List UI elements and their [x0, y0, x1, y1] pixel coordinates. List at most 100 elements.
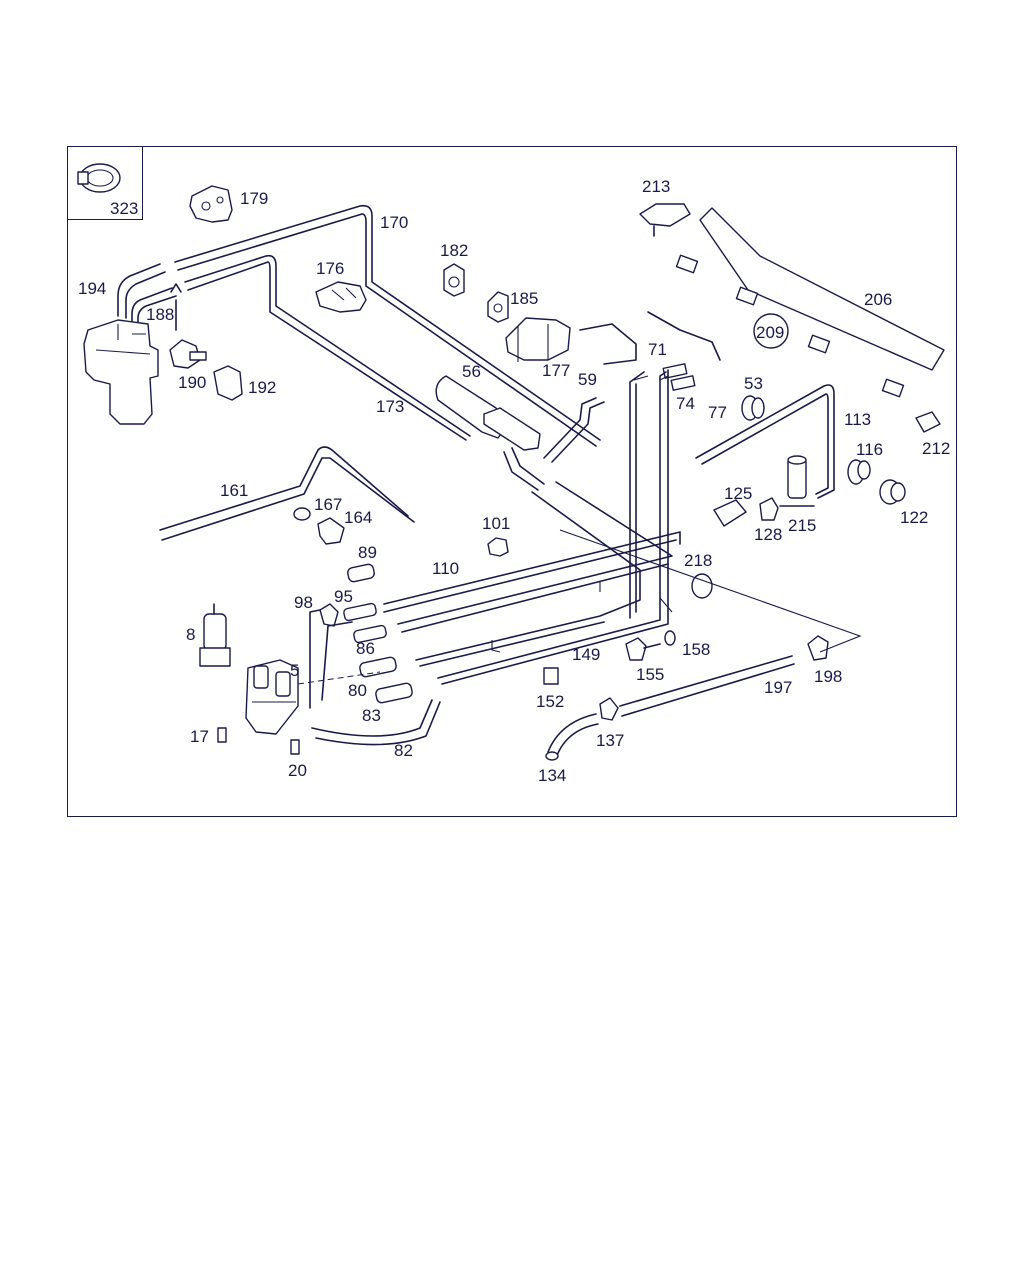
label-164: 164 [344, 508, 372, 527]
clip-176-icon[interactable] [315, 281, 367, 313]
label-134: 134 [538, 766, 566, 785]
inset-box-clamp [67, 146, 143, 220]
diagram-frame [67, 146, 957, 817]
clip-182-icon[interactable] [443, 263, 465, 297]
label-82: 82 [394, 741, 413, 760]
label-17: 17 [190, 727, 209, 746]
label-192: 192 [248, 378, 276, 397]
reservoir-tank-icon[interactable] [83, 319, 159, 425]
label-113: 113 [844, 410, 871, 429]
grommet-122-icon[interactable] [879, 479, 906, 505]
label-77: 77 [708, 403, 727, 422]
pipe-173[interactable] [184, 254, 471, 441]
label-213: 213 [642, 177, 670, 196]
fitting-192-icon[interactable] [213, 365, 243, 401]
screw-20-icon[interactable] [290, 739, 300, 755]
label-167: 167 [314, 495, 342, 514]
leader-line-71 [633, 375, 669, 381]
label-89: 89 [358, 543, 377, 562]
label-101: 101 [482, 514, 510, 533]
filter-56-icon[interactable] [435, 375, 545, 491]
hose-134-icon[interactable] [545, 713, 599, 761]
grommet-53-icon[interactable] [741, 395, 765, 421]
pipe-149[interactable] [437, 369, 673, 685]
clamp-98-icon[interactable] [319, 603, 339, 627]
label-110: 110 [432, 559, 459, 578]
label-98: 98 [294, 593, 313, 612]
washer-158-icon[interactable] [664, 630, 676, 646]
leader-line-198 [559, 529, 862, 653]
label-188: 188 [146, 305, 174, 324]
bracket-179-icon[interactable] [189, 185, 233, 223]
label-53: 53 [744, 374, 763, 393]
clip-213-icon[interactable] [639, 203, 691, 237]
pump-8-icon[interactable] [199, 603, 231, 667]
plug-218-icon[interactable] [691, 573, 713, 599]
callout-209[interactable] [753, 313, 789, 349]
hose-80-icon[interactable] [359, 656, 397, 678]
rail-206-icon[interactable] [675, 207, 945, 398]
label-95: 95 [334, 587, 353, 606]
label-323: 323 [110, 199, 138, 218]
valve-177-icon[interactable] [505, 317, 571, 362]
arrow-head-188 [170, 283, 182, 293]
label-206: 206 [864, 290, 892, 309]
screw-17-icon[interactable] [217, 727, 227, 743]
label-170: 170 [380, 213, 408, 232]
fitting-190-icon[interactable] [169, 339, 207, 369]
hose-83-icon[interactable] [375, 682, 413, 704]
pipe-110[interactable] [383, 481, 681, 667]
nut-101-icon[interactable] [487, 537, 509, 557]
clamp-198-icon[interactable] [807, 635, 829, 661]
label-182: 182 [440, 241, 468, 260]
bolt-164-icon[interactable] [317, 517, 345, 545]
pipe-197[interactable] [619, 655, 795, 717]
grommet-116-icon[interactable] [847, 459, 871, 485]
label-71: 71 [648, 340, 667, 359]
label-190: 190 [178, 373, 206, 392]
hose-82-icon[interactable] [311, 699, 441, 746]
valve-block-5-icon[interactable] [245, 609, 381, 735]
label-74: 74 [676, 394, 695, 413]
label-179: 179 [240, 189, 268, 208]
label-161: 161 [220, 481, 248, 500]
valve-215-icon[interactable] [779, 455, 815, 507]
label-122: 122 [900, 508, 928, 527]
pipe-188[interactable] [131, 287, 177, 329]
pipe-194[interactable] [117, 263, 166, 319]
label-209: 209 [756, 323, 784, 342]
washer-167-icon[interactable] [293, 507, 311, 521]
clamp-137-icon[interactable] [599, 697, 619, 721]
clip-212-icon[interactable] [915, 411, 941, 433]
hose-86-icon[interactable] [353, 624, 387, 644]
clamp-323-icon[interactable] [77, 163, 121, 193]
label-137: 137 [596, 731, 624, 750]
label-185: 185 [510, 289, 538, 308]
pipe-71[interactable] [579, 311, 721, 391]
label-86: 86 [356, 639, 375, 658]
clip-152-icon[interactable] [543, 667, 559, 685]
bolt-155-icon[interactable] [625, 637, 661, 661]
label-218: 218 [684, 551, 712, 570]
pipe-113[interactable] [695, 384, 835, 499]
pipe-170[interactable] [174, 204, 601, 447]
label-125: 125 [724, 484, 752, 503]
label-83: 83 [362, 706, 381, 725]
label-197: 197 [764, 678, 792, 697]
hose-59-icon[interactable] [543, 397, 605, 463]
pipe-161[interactable] [159, 446, 415, 541]
clip-185-icon[interactable] [487, 291, 509, 323]
label-116: 116 [856, 440, 883, 459]
label-198: 198 [814, 667, 842, 686]
label-149: 149 [572, 645, 600, 664]
label-128: 128 [754, 525, 782, 544]
hose-89-icon[interactable] [347, 563, 375, 583]
clip-128-icon[interactable] [759, 497, 779, 521]
label-20: 20 [288, 761, 307, 780]
label-194: 194 [78, 279, 106, 298]
label-173: 173 [376, 397, 404, 416]
fitting-125-icon[interactable] [713, 499, 747, 527]
hose-95-icon[interactable] [343, 602, 377, 622]
label-212: 212 [922, 439, 950, 458]
label-5: 5 [290, 661, 299, 680]
